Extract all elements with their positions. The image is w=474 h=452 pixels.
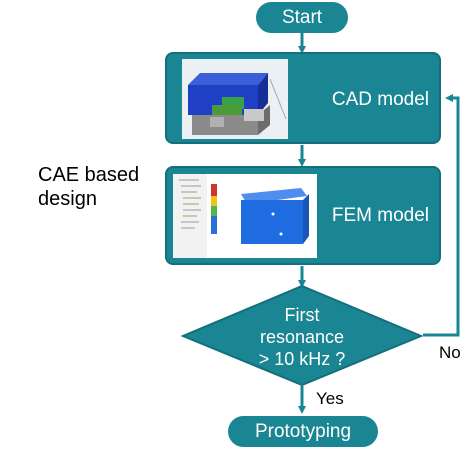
cad-model-node: CAD model [165, 52, 441, 144]
start-label: Start [281, 6, 323, 28]
cae-design-label: CAE based design [38, 163, 158, 211]
decision-node: First resonance > 10 kHz ? [222, 304, 382, 370]
start-node: Start [256, 2, 348, 33]
edge-label-no: No [439, 343, 461, 362]
fem-model-image [173, 174, 317, 258]
prototyping-node: Prototyping [228, 416, 378, 447]
cad-model-image [182, 59, 288, 139]
decision-diamond [180, 284, 424, 387]
fem-model-node: FEM model [165, 166, 441, 265]
decision-line-2: resonance [259, 327, 345, 347]
cae-design-label-text: CAE based design [38, 164, 140, 210]
decision-line-3: > 10 kHz ? [258, 349, 346, 369]
arrow-no-loop-to-cad [423, 94, 460, 337]
fem-model-label: FEM model [331, 205, 429, 226]
decision-line-1: First [284, 305, 320, 325]
edge-label-yes: Yes [316, 389, 344, 408]
cad-model-label: CAD model [331, 89, 429, 110]
prototyping-label: Prototyping [254, 420, 352, 442]
